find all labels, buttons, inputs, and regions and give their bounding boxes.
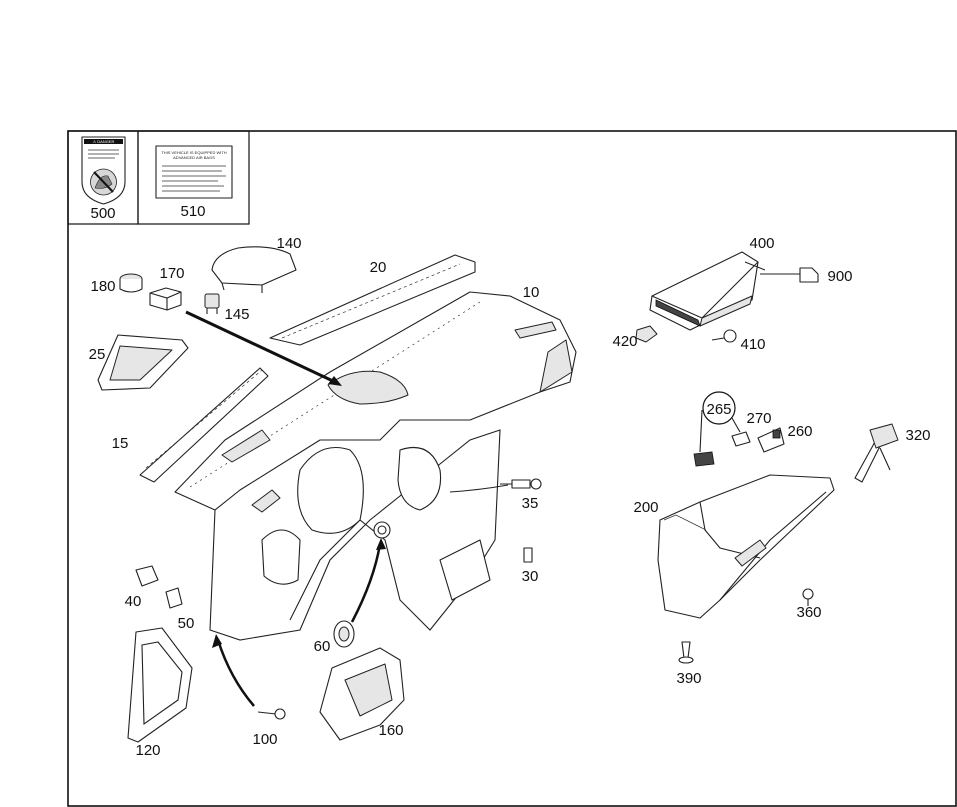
callout-265: 265 xyxy=(706,401,731,418)
side-panel-120 xyxy=(127,627,193,743)
callout-30: 30 xyxy=(522,568,539,585)
arrow-screw-35 xyxy=(449,484,509,493)
lock-part-260 xyxy=(757,427,785,453)
callout-390: 390 xyxy=(676,670,701,687)
callout-410: 410 xyxy=(740,336,765,353)
cover-part-140 xyxy=(211,246,297,293)
defroster-strip-15 xyxy=(139,367,269,483)
callout-40: 40 xyxy=(125,593,142,610)
airbag-warning-label-500: ⚠ DANGER xyxy=(81,136,126,205)
callout-25: 25 xyxy=(89,346,106,363)
callout-400: 400 xyxy=(749,235,774,252)
diagram-frame xyxy=(67,130,957,807)
screw-part-390 xyxy=(678,641,694,664)
label-box-510 xyxy=(137,130,250,225)
callout-260: 260 xyxy=(787,423,812,440)
arrow-cap-60 xyxy=(350,538,386,623)
callout-10: 10 xyxy=(523,284,540,301)
airbag-info-label-510: THIS VEHICLE IS EQUIPPED WITH ADVANCED A… xyxy=(155,145,233,199)
callout-180: 180 xyxy=(90,278,115,295)
screw-part-100 xyxy=(257,708,286,720)
defroster-strip-20 xyxy=(269,254,476,346)
label-510-heading-1: THIS VEHICLE IS EQUIPPED WITH xyxy=(161,150,226,155)
switch-group-265 xyxy=(693,391,741,467)
clip-part-145 xyxy=(204,293,220,314)
bracket-part-320 xyxy=(854,423,899,483)
callout-160: 160 xyxy=(378,722,403,739)
callout-50: 50 xyxy=(178,615,195,632)
screw-part-410 xyxy=(711,329,737,343)
screw-part-35 xyxy=(500,478,542,490)
clip-part-30 xyxy=(523,547,533,563)
callout-20: 20 xyxy=(370,259,387,276)
arrow-cover-to-dash xyxy=(185,310,342,386)
pad-part-180 xyxy=(119,273,143,293)
glovebox-part-200 xyxy=(657,474,835,619)
callout-420: 420 xyxy=(612,333,637,350)
callout-145: 145 xyxy=(224,306,249,323)
callout-270: 270 xyxy=(746,410,771,427)
lamp-part-270 xyxy=(731,431,751,447)
callout-60: 60 xyxy=(314,638,331,655)
group-circle-265 xyxy=(702,391,736,425)
callout-170: 170 xyxy=(159,265,184,282)
airbag-module-400 xyxy=(649,251,766,331)
callout-200: 200 xyxy=(633,499,658,516)
label-500-heading: ⚠ DANGER xyxy=(93,139,115,144)
callout-100: 100 xyxy=(252,731,277,748)
clip-part-40 xyxy=(135,565,159,587)
arrow-screw-100 xyxy=(212,634,255,707)
bracket-part-170 xyxy=(149,287,182,311)
callout-140: 140 xyxy=(276,235,301,252)
callout-360: 360 xyxy=(796,604,821,621)
callout-15: 15 xyxy=(112,435,129,452)
cap-part-60 xyxy=(333,620,355,648)
callout-320: 320 xyxy=(905,427,930,444)
callout-510: 510 xyxy=(180,203,205,220)
label-510-heading-2: ADVANCED AIR BAGS xyxy=(173,155,215,160)
screw-part-360 xyxy=(802,588,814,606)
dashboard-part-10 xyxy=(174,291,577,641)
clip-part-50 xyxy=(165,587,183,609)
vent-part-25 xyxy=(97,334,189,391)
connector-part-900 xyxy=(760,267,819,283)
trim-panel-160 xyxy=(319,647,405,741)
callout-500: 500 xyxy=(90,205,115,222)
callout-35: 35 xyxy=(522,495,539,512)
nut-part-420 xyxy=(635,325,658,343)
callout-120: 120 xyxy=(135,742,160,759)
callout-900: 900 xyxy=(827,268,852,285)
